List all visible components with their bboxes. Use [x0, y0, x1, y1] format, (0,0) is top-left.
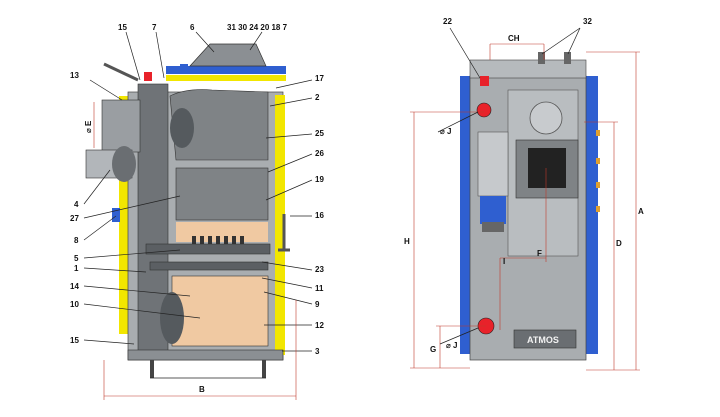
- horizontal-pipe-upper: [145, 243, 271, 255]
- callout-25: 25: [315, 129, 324, 138]
- flue-socket-grid: [528, 148, 566, 188]
- top-blue-strip: [166, 66, 286, 74]
- callout-9: 9: [315, 300, 320, 309]
- rear-view: ATMOS: [404, 17, 644, 371]
- callout-11: 11: [315, 284, 324, 293]
- flue-outlet: [101, 99, 141, 153]
- nozzle-block: [176, 222, 268, 242]
- foot-left: [150, 360, 154, 378]
- control-box: [477, 131, 509, 197]
- blue-probe: [180, 64, 188, 74]
- dim-d-label: D: [616, 239, 622, 248]
- lever-handle: [103, 62, 139, 82]
- callout-26: 26: [315, 149, 324, 158]
- callout-13: 13: [70, 71, 79, 80]
- dim-j-top-label: ⌀ J: [440, 127, 452, 136]
- dim-g-label: G: [430, 345, 436, 354]
- callout-top-right-group: 31 30 24 20 18 7: [227, 23, 288, 32]
- dim-i-label: I: [503, 257, 505, 266]
- dim-j-bottom-label: ⌀ J: [446, 341, 458, 350]
- callout-8: 8: [74, 236, 79, 245]
- callout-7: 7: [152, 23, 157, 32]
- foot-right: [262, 360, 266, 378]
- callout-2: 2: [315, 93, 320, 102]
- callout-6: 6: [190, 23, 195, 32]
- callout-1: 1: [74, 264, 79, 273]
- callout-4: 4: [74, 200, 79, 209]
- blue-fan-box: [480, 196, 506, 224]
- dim-a-label: A: [638, 207, 644, 216]
- callout-10: 10: [70, 300, 79, 309]
- phi-e-label: ⌀ E: [84, 120, 93, 133]
- red-fitting-22: [480, 76, 489, 86]
- top-stub-1: [538, 52, 545, 64]
- callout-22: 22: [443, 17, 452, 26]
- grate-tubes: [192, 236, 244, 244]
- upper-door-disc: [170, 108, 194, 148]
- dim-b-label: B: [199, 385, 205, 394]
- rear-blue-panel-left: [460, 76, 472, 354]
- lower-door-disc: [160, 292, 184, 344]
- callout-23: 23: [315, 265, 324, 274]
- brand-plate: [513, 329, 577, 349]
- yellow-insulation-right: [275, 95, 285, 355]
- ash-chamber: [171, 275, 269, 347]
- section-view: ⌀ E B 15 7 6 31 30 24 20 18 7 13 17 2 25…: [70, 23, 324, 400]
- yellow-insulation-left: [119, 96, 129, 334]
- red-connector-top: [476, 102, 492, 118]
- rear-blue-panel-right: [584, 76, 598, 354]
- callout-32: 32: [583, 17, 592, 26]
- rear-top: [469, 59, 587, 79]
- red-thermostat: [144, 72, 152, 81]
- brand-label: ATMOS: [527, 335, 559, 345]
- dim-f-label: F: [537, 249, 542, 258]
- dim-ch-label: CH: [508, 34, 520, 43]
- callout-27: 27: [70, 214, 79, 223]
- fan-housing: [112, 146, 136, 182]
- top-yellow-strip: [166, 75, 286, 81]
- rear-upper-port: [529, 101, 563, 135]
- dim-h-label: H: [404, 237, 410, 246]
- fuel-chamber-upper: [169, 89, 269, 161]
- fuel-chamber-middle: [175, 167, 269, 221]
- top-stub-2: [564, 52, 571, 64]
- flue-hood: [189, 43, 267, 67]
- base-plate: [127, 349, 284, 361]
- callout-16: 16: [315, 211, 324, 220]
- callout-19: 19: [315, 175, 324, 184]
- fan-grille: [482, 222, 504, 232]
- horizontal-pipe-lower: [149, 261, 269, 271]
- side-studs: [596, 130, 600, 212]
- callout-14: 14: [70, 282, 79, 291]
- callout-5: 5: [74, 254, 79, 263]
- blue-valve-8: [112, 208, 120, 222]
- callout-3: 3: [315, 347, 320, 356]
- callout-12: 12: [315, 321, 324, 330]
- callout-15-bottom: 15: [70, 336, 79, 345]
- callout-15-top: 15: [118, 23, 127, 32]
- callout-17: 17: [315, 74, 324, 83]
